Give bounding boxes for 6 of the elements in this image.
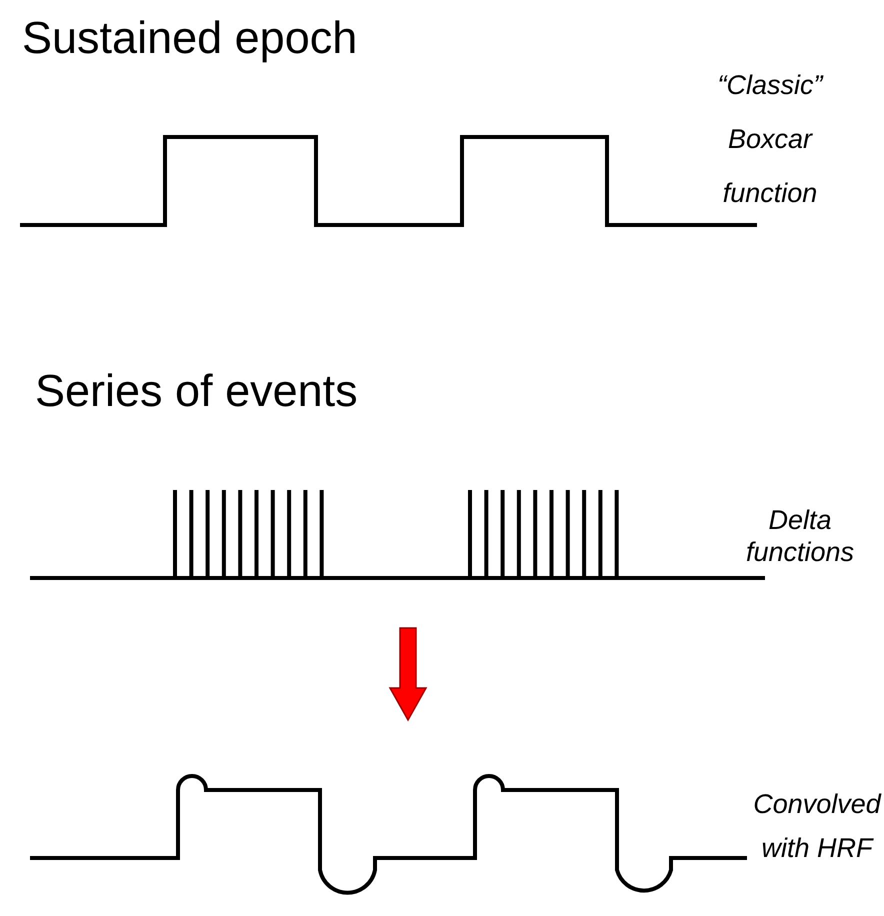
heading: Sustained epoch [22, 12, 358, 64]
heading: Series of events [35, 365, 358, 417]
caption-text: “Classic” Boxcar function [716, 69, 824, 210]
caption-text: Delta functions [744, 504, 856, 568]
arrow [388, 627, 428, 722]
caption-text: Convolved with HRF [752, 788, 882, 865]
